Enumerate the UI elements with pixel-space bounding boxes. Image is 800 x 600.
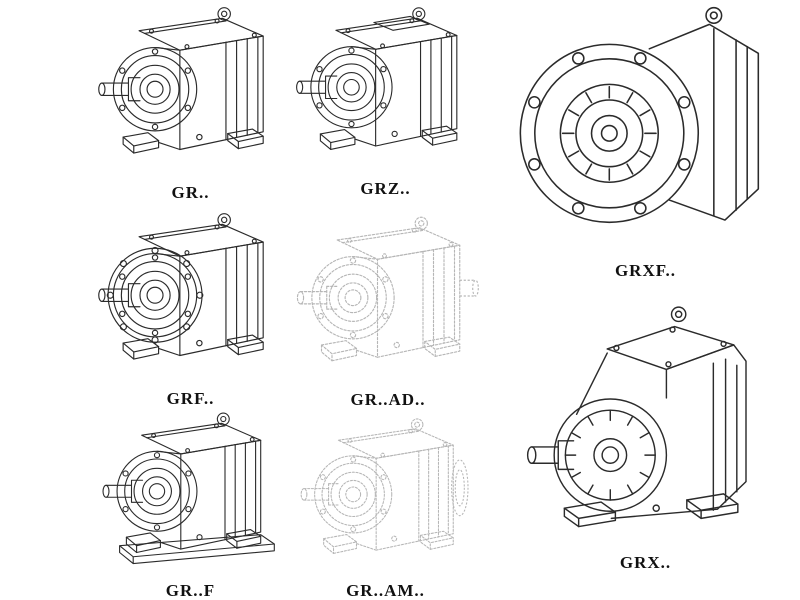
- figure-grx: GRX..: [498, 300, 793, 573]
- gr-am-gearbox-drawing: [291, 414, 481, 578]
- gr-label: GR..: [171, 183, 210, 202]
- figure-grxf: GRXF..: [498, 2, 793, 281]
- grf-gearbox-drawing: [93, 208, 288, 386]
- grxf-label: GRXF..: [614, 261, 677, 280]
- grz-label: GRZ..: [360, 179, 411, 198]
- gr-am-label: GR..AM..: [346, 581, 425, 600]
- grf-label: GRF..: [166, 389, 215, 408]
- figure-grf: GRF..: [88, 208, 293, 409]
- figure-gr-f: GR..F: [88, 408, 293, 600]
- grx-gearbox-drawing: [510, 300, 782, 550]
- grz-gearbox-drawing: [291, 2, 481, 176]
- gr-ad-label: GR..AD..: [350, 390, 426, 409]
- gr-f-label: GR..F: [165, 581, 216, 600]
- grxf-gearbox-drawing: [507, 2, 785, 258]
- figure-grz: GRZ..: [288, 2, 483, 199]
- figure-gr-am: GR..AM..: [288, 414, 483, 600]
- gr-ad-gearbox-drawing: [290, 212, 486, 387]
- grx-label: GRX..: [619, 553, 672, 572]
- figure-gr: GR..: [88, 2, 293, 203]
- figure-gr-ad: GR..AD..: [288, 212, 488, 410]
- gr-f-gearbox-drawing: [95, 408, 287, 578]
- gr-gearbox-drawing: [93, 2, 288, 180]
